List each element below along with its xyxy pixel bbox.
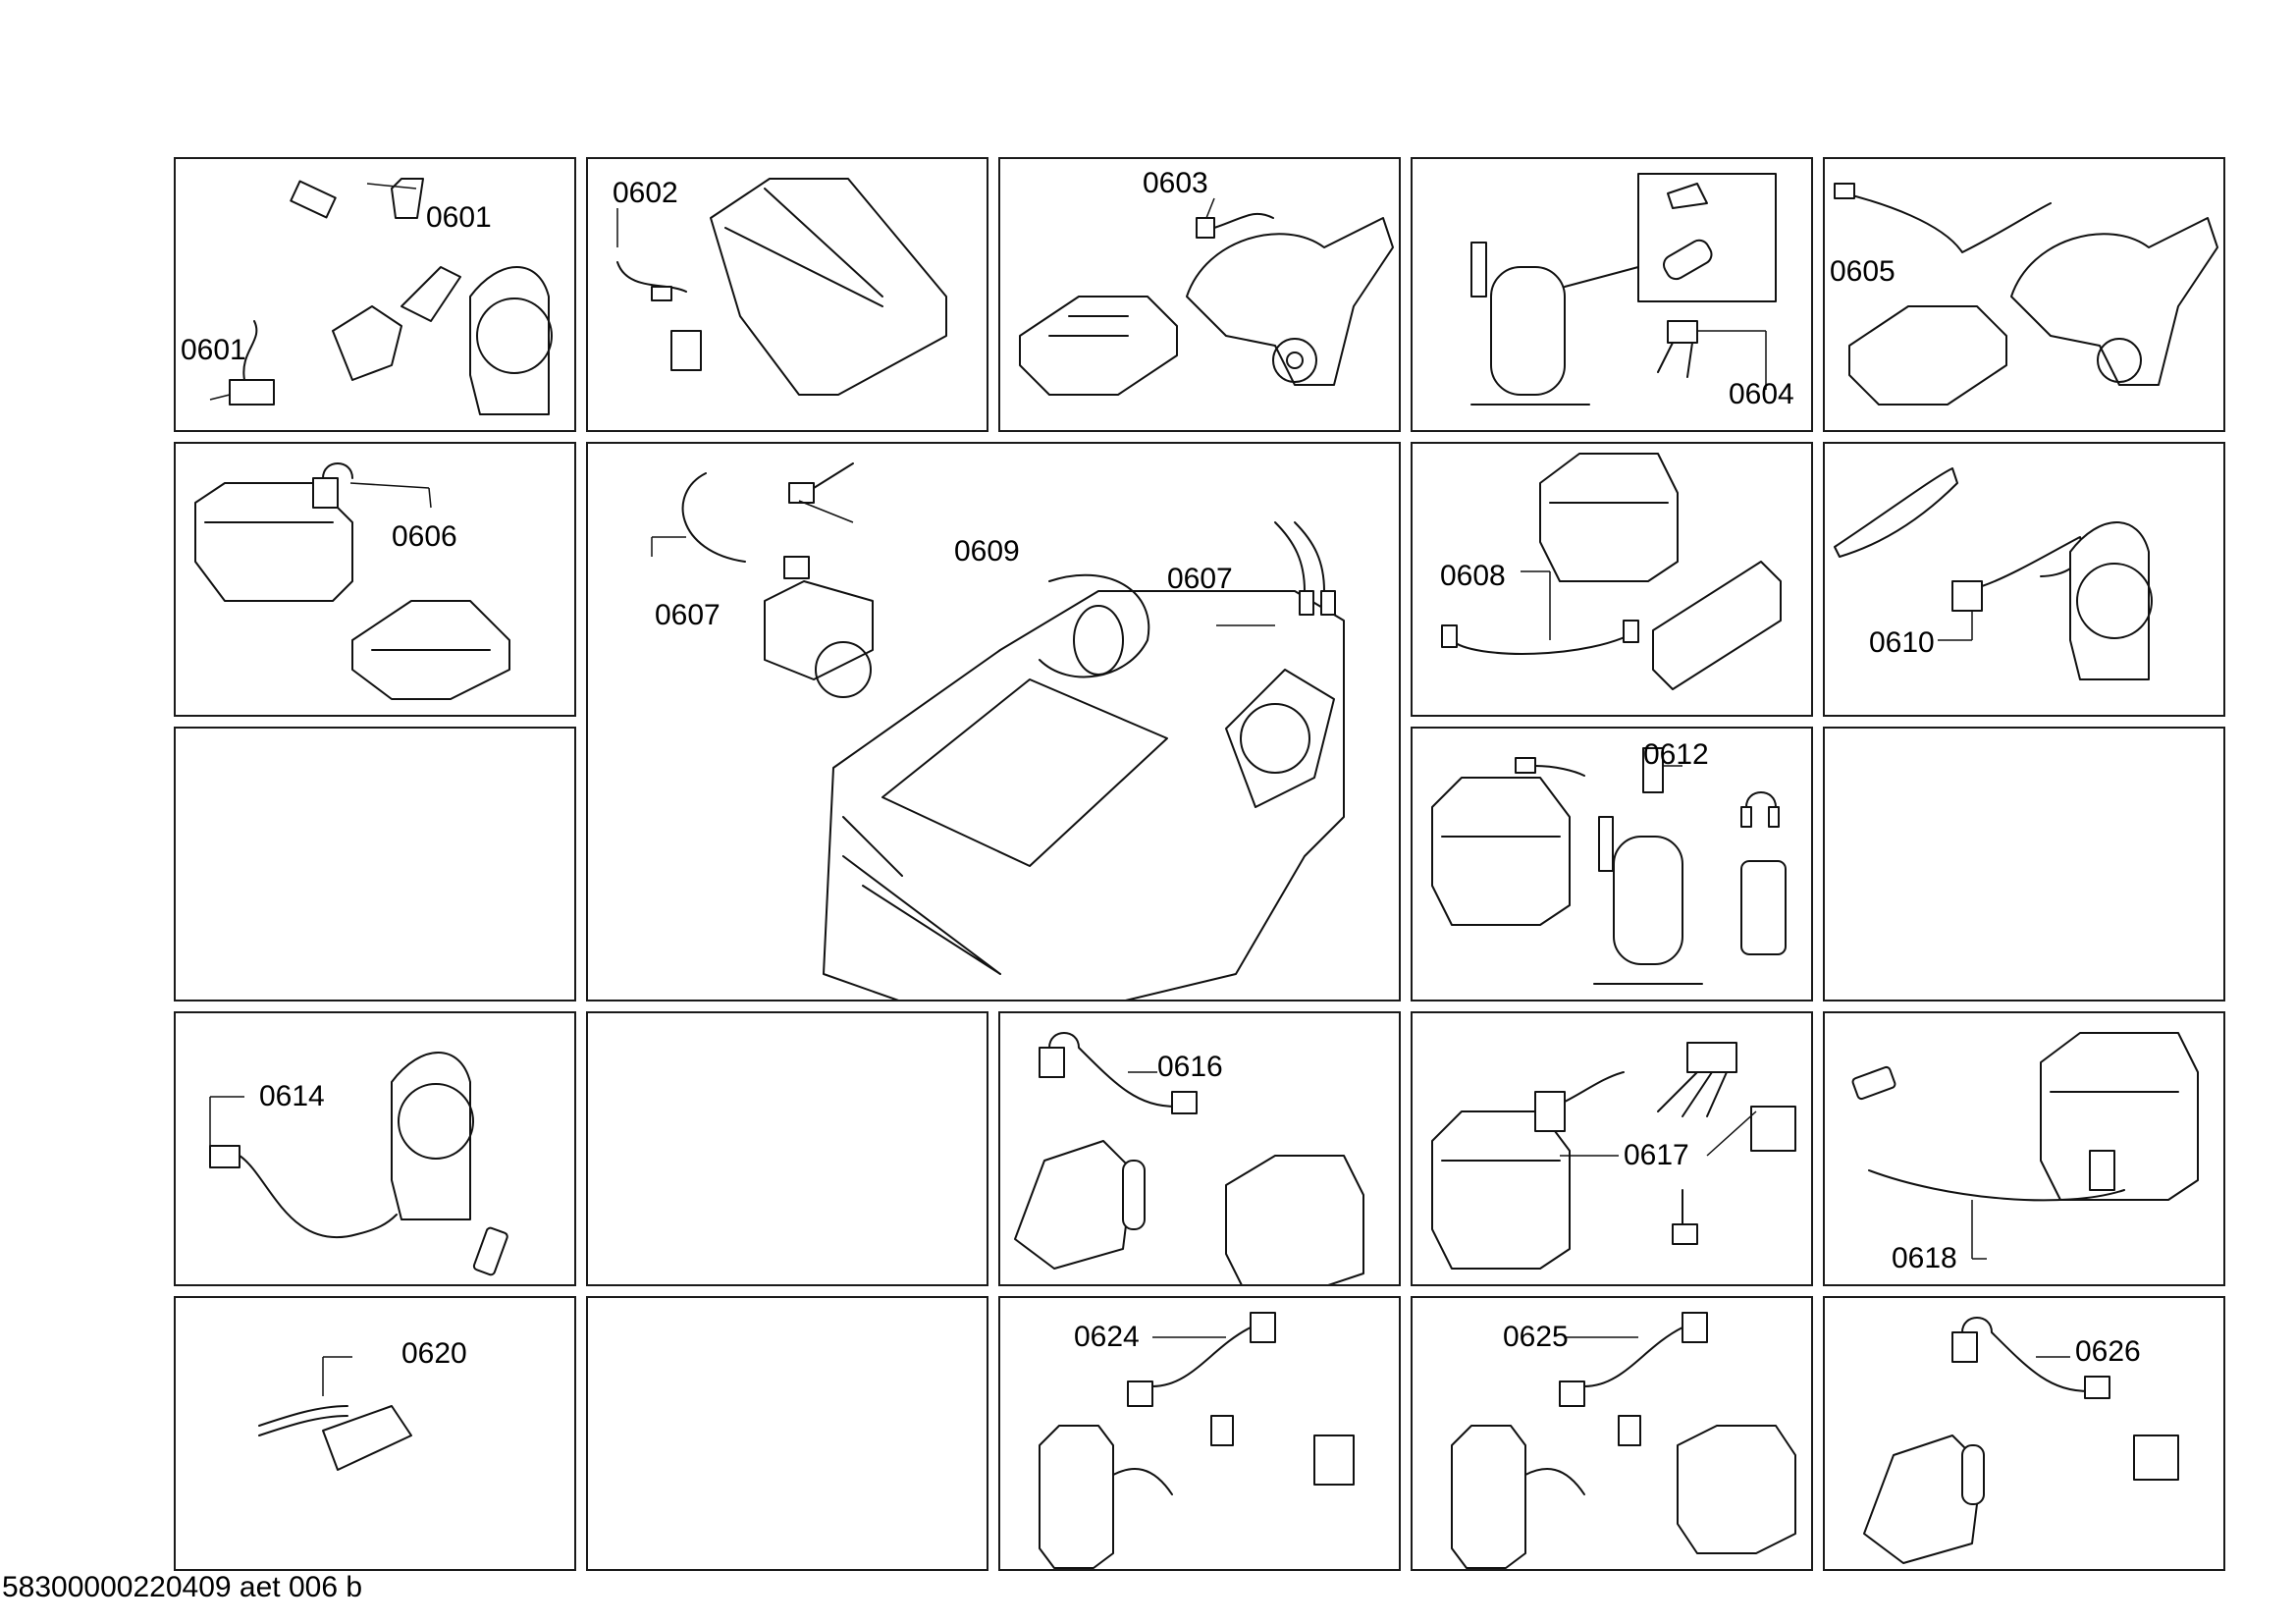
panel-0607-drawing <box>651 462 1345 1000</box>
panel-0612: 0612 <box>1411 727 1813 1001</box>
part-label-0624: 0624 <box>1074 1321 1140 1353</box>
panel-0601: 0601 0601 <box>174 157 576 432</box>
panel-0606: 0606 <box>174 442 576 717</box>
part-label-0610: 0610 <box>1869 626 1935 659</box>
part-label-0617: 0617 <box>1624 1139 1689 1171</box>
panel-0624-drawing <box>1039 1312 1355 1569</box>
document-id: 58300000220409 aet 006 b <box>2 1571 363 1603</box>
panel-0601-drawing <box>209 178 553 415</box>
panel-0604-drawing <box>1470 173 1777 406</box>
panel-0604: 0604 <box>1411 157 1813 432</box>
panel-0618: 0618 <box>1823 1011 2225 1286</box>
panel-empty-r3c1 <box>174 727 576 1001</box>
panel-empty-r3c5 <box>1823 727 2225 1001</box>
panel-0603: 0603 <box>998 157 1401 432</box>
part-label-0606: 0606 <box>392 520 457 553</box>
panel-0625: 0625 <box>1411 1296 1813 1571</box>
part-label-0601: 0601 <box>181 334 246 366</box>
panel-0617-drawing <box>1431 1042 1796 1270</box>
panel-0618-drawing <box>1851 1032 2199 1260</box>
panel-0626-drawing <box>1863 1317 2179 1564</box>
part-label-0607: 0607 <box>655 599 721 631</box>
panel-0612-drawing <box>1431 747 1787 985</box>
part-label-0612: 0612 <box>1643 738 1709 771</box>
part-label-0604: 0604 <box>1729 378 1794 410</box>
panel-0605: 0605 <box>1823 157 2225 432</box>
panel-0603-drawing <box>1019 197 1394 396</box>
panel-0626: 0626 <box>1823 1296 2225 1571</box>
panel-0610-drawing <box>1834 467 2153 680</box>
panel-0605-drawing <box>1834 183 2218 406</box>
panel-empty-r4c2 <box>586 1011 988 1286</box>
part-label-0603: 0603 <box>1143 167 1208 199</box>
part-label-0625: 0625 <box>1503 1321 1569 1353</box>
part-label-0626: 0626 <box>2075 1335 2141 1368</box>
panel-0624: 0624 <box>998 1296 1401 1571</box>
part-label-0616: 0616 <box>1157 1051 1223 1083</box>
panel-0607: 0607 0609 0607 <box>586 442 1401 1001</box>
part-label-0607: 0607 <box>1167 563 1233 595</box>
part-label-0601: 0601 <box>426 201 492 234</box>
part-label-0609: 0609 <box>954 535 1020 568</box>
panel-0625-drawing <box>1451 1312 1796 1569</box>
panel-0614: 0614 <box>174 1011 576 1286</box>
panel-0608-drawing <box>1441 453 1782 690</box>
part-label-0618: 0618 <box>1892 1242 1957 1274</box>
part-label-0602: 0602 <box>613 177 678 209</box>
panel-0620-drawing <box>258 1356 412 1471</box>
part-label-0614: 0614 <box>259 1080 325 1112</box>
part-label-0608: 0608 <box>1440 560 1506 592</box>
panel-0614-drawing <box>209 1052 508 1276</box>
panel-0608: 0608 <box>1411 442 1813 717</box>
panel-0610: 0610 <box>1823 442 2225 717</box>
panel-0617: 0617 <box>1411 1011 1813 1286</box>
part-label-0620: 0620 <box>401 1337 467 1370</box>
panel-0616-drawing <box>1014 1032 1364 1284</box>
panel-empty-r5c2 <box>586 1296 988 1571</box>
panel-0602: 0602 <box>586 157 988 432</box>
panel-0606-drawing <box>194 462 510 700</box>
panel-0620: 0620 <box>174 1296 576 1571</box>
panel-0616: 0616 <box>998 1011 1401 1286</box>
part-label-0605: 0605 <box>1830 255 1896 288</box>
panel-0602-drawing <box>616 178 947 396</box>
